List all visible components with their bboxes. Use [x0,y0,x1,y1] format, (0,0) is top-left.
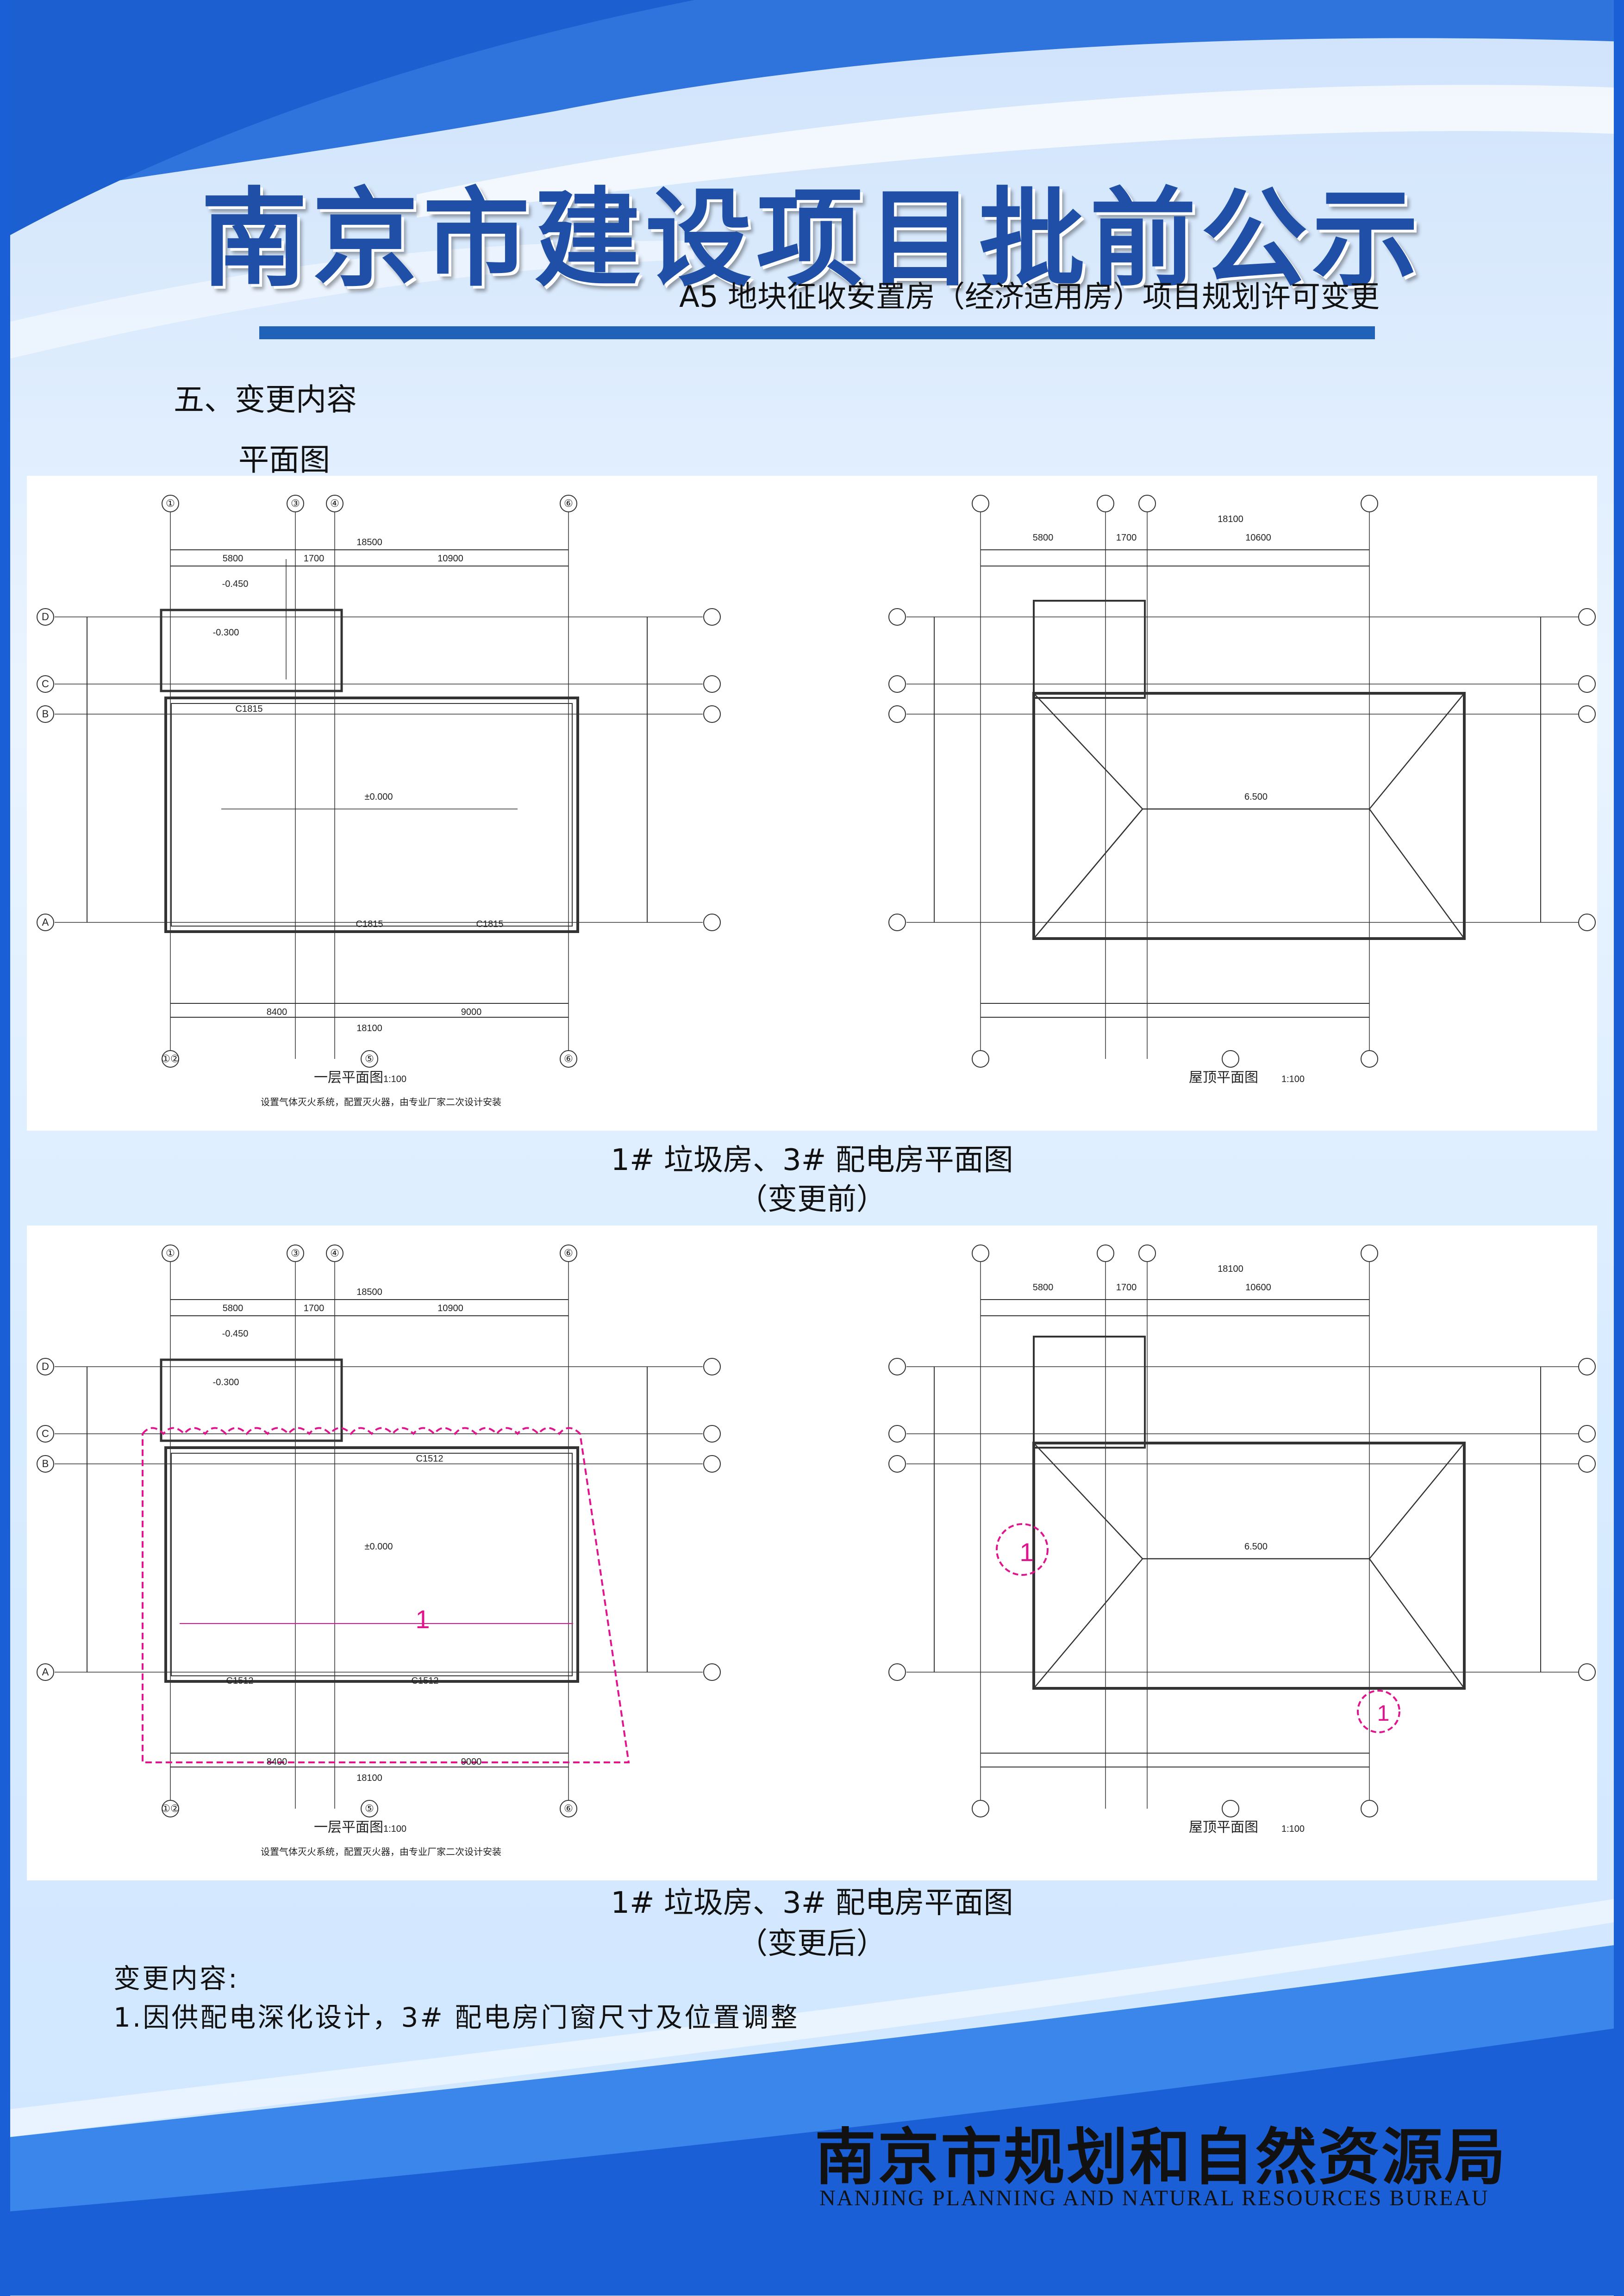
floor-plan-title-before: 一层平面图 [314,1070,383,1085]
axis-row-c-before: C [42,678,49,690]
caption-after-line1: 1# 垃圾房、3# 配电房平面图 [611,1886,1013,1920]
floor-plan-note-before: 设置气体灭火系统，配置灭火器，由专业厂家二次设计安装 [261,1097,501,1108]
level-1-after: -0.450 [222,1329,249,1339]
page-subtitle: A5 地块征收安置房（经济适用房）项目规划许可变更 [679,280,1380,314]
roof-plan-title-after: 屋顶平面图 [1189,1820,1258,1835]
drawing-panel-after: 18500 5800 1700 10900 8400 9000 18100 C1… [27,1226,1597,1880]
dim-bottom-total-before: 18100 [356,1023,382,1033]
floor-plan-note-after: 设置气体灭火系统，配置灭火器，由专业厂家二次设计安装 [261,1847,501,1857]
floor-plan-after [55,1253,703,1809]
axis-col-6-before: ⑥ [564,498,573,509]
footer-bureau-name-en: NANJING PLANNING AND NATURAL RESOURCES B… [819,2186,1489,2210]
dim-bottom-1-after: 8400 [267,1757,287,1767]
section-heading: 五、变更内容 [174,382,357,417]
window-label-3-before: C1815 [476,919,504,929]
floor-and-roof-plans-before: 18500 5800 1700 10900 8400 9000 18100 C1… [37,495,1596,1108]
roof-dim-1-before: 5800 [1033,533,1054,543]
axis-col-1-before: ① [166,498,175,509]
level-2-after: -0.300 [213,1377,239,1388]
dim-2-before: 1700 [304,554,325,564]
caption-before-line1: 1# 垃圾房、3# 配电房平面图 [611,1143,1013,1177]
axis-col-4-before: ④ [330,498,339,509]
window-label-2-before: C1815 [356,919,383,929]
roof-dim-total-after: 18100 [1218,1264,1243,1274]
revision-mark-roof-2: 1 [1377,1701,1390,1726]
dim-1-after: 5800 [223,1303,244,1313]
floor-plan-scale-after: 1:100 [383,1824,406,1834]
axis-row-a-after: A [42,1666,49,1678]
axis-row-c-after: C [42,1428,49,1439]
revision-mark-floor: 1 [415,1605,430,1634]
axis-col-1-after: ① [166,1247,175,1259]
roof-plan-after [906,1253,1582,1809]
roof-level-after: 6.500 [1244,1542,1268,1552]
roof-dim-3-before: 10600 [1245,533,1271,543]
roof-level-before: 6.500 [1244,792,1268,802]
window-label-2-after: C1512 [226,1676,254,1686]
dim-total-after: 18500 [356,1287,382,1297]
axis-col-6-after: ⑥ [564,1247,573,1259]
revision-mark-roof-1: 1 [1019,1537,1034,1567]
section-subheading: 平面图 [238,442,330,478]
dim-1-before: 5800 [223,554,244,564]
roof-dim-2-after: 1700 [1116,1282,1137,1293]
roof-plan-title-before: 屋顶平面图 [1189,1070,1258,1085]
axis-bottom-6-after: ⑥ [564,1803,573,1814]
axis-row-b-after: B [42,1458,49,1469]
floor-and-roof-plans-after: 18500 5800 1700 10900 8400 9000 18100 C1… [37,1244,1596,1857]
changes-heading: 变更内容: [113,1963,239,1994]
changes-item-1: 1.因供配电深化设计，3# 配电房门窗尺寸及位置调整 [113,2002,800,2033]
dim-bottom-2-before: 9000 [461,1007,482,1017]
axis-bottom-1-before: ①② [161,1053,179,1064]
dim-3-after: 10900 [437,1303,463,1313]
dim-3-before: 10900 [437,554,463,564]
axis-col-4-after: ④ [330,1247,339,1259]
roof-plan-scale-after: 1:100 [1281,1824,1305,1834]
floor-plan-title-after: 一层平面图 [314,1820,383,1835]
level-3-after: ±0.000 [364,1542,393,1552]
roof-dim-3-after: 10600 [1245,1282,1271,1293]
roof-dim-2-before: 1700 [1116,533,1137,543]
page-title: 南京市建设项目批前公示 [200,176,1423,301]
axis-row-d-before: D [42,611,49,622]
dim-2-after: 1700 [304,1303,325,1313]
axis-col-3-before: ③ [291,498,300,509]
roof-plan-scale-before: 1:100 [1281,1074,1305,1084]
window-label-1-after: C1512 [416,1454,443,1464]
axis-bottom-5-before: ⑤ [365,1053,374,1064]
axis-bottom-5-after: ⑤ [365,1803,374,1814]
dim-bottom-total-after: 18100 [356,1773,382,1783]
level-3-before: ±0.000 [364,792,393,802]
level-2-before: -0.300 [213,628,239,638]
floor-plan-before [55,504,703,1059]
dim-total-before: 18500 [356,537,382,548]
roof-dim-1-after: 5800 [1033,1282,1054,1293]
caption-before-line2: （变更前） [738,1182,886,1217]
window-label-3-after: C1512 [412,1676,439,1686]
dim-bottom-2-after: 9000 [461,1757,482,1767]
axis-bottom-1-after: ①② [161,1803,179,1814]
axis-row-b-before: B [42,708,49,720]
footer-bureau-name-cn: 南京市规划和自然资源局 [815,2122,1507,2193]
axis-row-a-before: A [42,916,49,928]
roof-plan-before [906,504,1582,1059]
floor-plan-scale-before: 1:100 [383,1074,406,1084]
title-divider [259,326,1375,339]
axis-bottom-6-before: ⑥ [564,1053,573,1064]
roof-dim-total-before: 18100 [1218,514,1243,524]
window-label-1-before: C1815 [236,704,263,714]
caption-after-line2: （变更后） [738,1927,886,1961]
dim-bottom-1-before: 8400 [267,1007,287,1017]
drawing-panel-before: 18500 5800 1700 10900 8400 9000 18100 C1… [27,476,1597,1131]
level-1-before: -0.450 [222,579,249,589]
axis-row-d-after: D [42,1361,49,1372]
axis-col-3-after: ③ [291,1247,300,1259]
